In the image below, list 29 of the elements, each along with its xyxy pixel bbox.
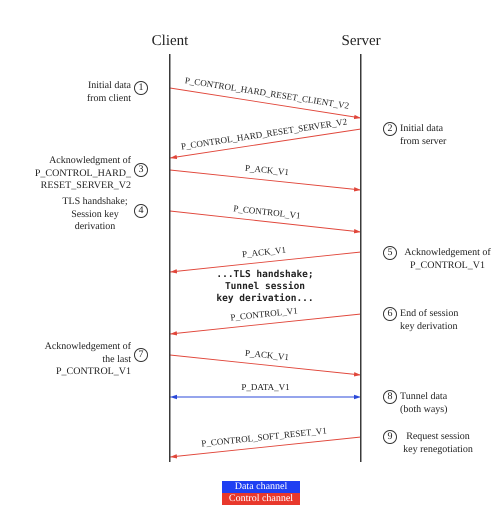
step-number: 8 [383,390,397,404]
message-label: P_ACK_V1 [244,162,289,178]
note-text: ...TLS handshake; Tunnel session key derivation... [215,269,315,305]
step-number: 7 [134,348,148,362]
message-label: P_DATA_V1 [241,382,290,392]
step-note: TLS handshake; Session key derivation [61,196,129,234]
lifeline-header: Client [152,32,188,50]
step-number: 3 [134,163,148,177]
lifeline-header: Server [342,32,380,50]
step-note: End of session key derivation [400,308,460,333]
message-label: P_CONTROL_V1 [232,202,301,220]
message-label: P_ACK_V1 [242,244,287,260]
step-note: Acknowledgement of the last P_CONTROL_V1 [44,341,131,378]
step-number: 1 [134,81,148,95]
step-note: Request session key renegotiation [402,431,474,456]
step-number: 4 [134,204,148,218]
step-note: Tunnel data (both ways) [400,391,448,416]
step-note: Initial data from server [400,123,448,148]
message-label: P_CONTROL_V1 [230,306,299,323]
legend-label: Data channel [234,481,288,493]
step-number: 2 [383,122,397,136]
step-number: 5 [383,246,397,260]
legend-label: Control channel [228,493,294,505]
step-note: Acknowledgment of P_CONTROL_HARD_ RESET_SERVER_V2 [34,155,131,192]
step-number: 9 [383,430,397,444]
message-label: P_ACK_V1 [244,348,289,362]
step-number: 6 [383,307,397,321]
step-note: Initial data from client [86,80,131,105]
step-note: Acknowledgement of P_CONTROL_V1 [403,247,492,272]
